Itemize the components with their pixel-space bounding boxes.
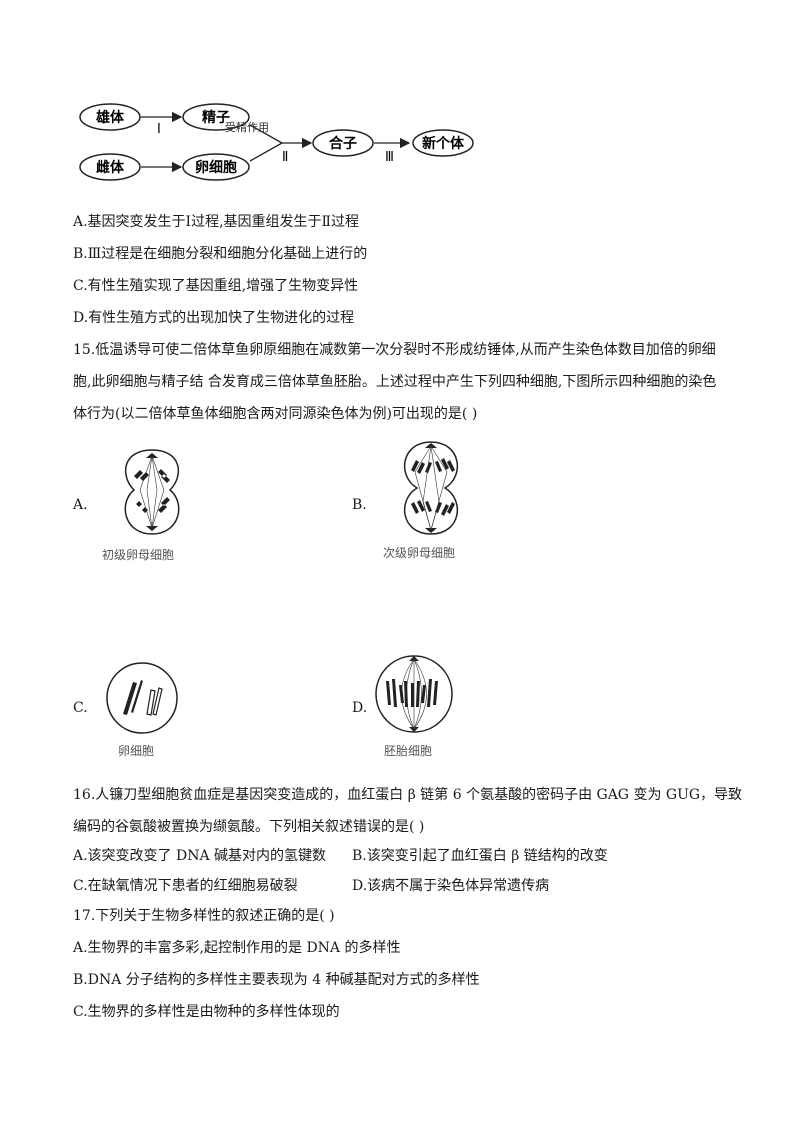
node-egg-text: 卵细胞 xyxy=(195,159,237,176)
q17-option-b: B.DNA 分子结构的多样性主要表现为 4 种碱基配对方式的多样性 xyxy=(73,972,480,988)
node-female-oval: 雄体 xyxy=(79,103,141,131)
q16-option-c: C.在缺氧情况下患者的红细胞易破裂 xyxy=(73,878,298,894)
cell-figure-c xyxy=(106,662,178,734)
node-sperm-text: 精子 xyxy=(202,109,230,126)
label-ii: Ⅱ xyxy=(282,150,288,165)
q15-caption-d: 胚胎细胞 xyxy=(384,744,433,758)
q14-option-c: C.有性生殖实现了基因重组,增强了生物变异性 xyxy=(73,278,359,294)
node-new-text: 新个体 xyxy=(422,135,465,152)
q15-stem-line3: 体行为(以二倍体草鱼体细胞含两对同源染色体为例)可出现的是( ) xyxy=(73,406,478,422)
q16-stem-line2: 编码的谷氨酸被置换为缬氨酸。下列相关叙述错误的是( ) xyxy=(73,819,425,835)
label-iii: Ⅲ xyxy=(385,150,394,165)
node-zygote-text: 合子 xyxy=(329,135,357,152)
q15-label-b: B. xyxy=(352,497,367,513)
label-i: Ⅰ xyxy=(157,122,161,137)
q15-label-a: A. xyxy=(73,497,88,513)
cell-figure-b xyxy=(403,441,459,535)
node-sperm-oval: 精子 xyxy=(182,103,250,131)
node-female-text: 雄体 xyxy=(95,109,125,126)
q14-option-d: D.有性生殖方式的出现加快了生物进化的过程 xyxy=(73,310,355,326)
q14-option-b: B.Ⅲ过程是在细胞分裂和细胞分化基础上进行的 xyxy=(73,246,368,262)
node-female2-text: 雌体 xyxy=(96,159,125,176)
node-female2-oval: 雌体 xyxy=(79,153,141,181)
reproduction-flow-diagram: 雄体 Ⅰ 精子 受精作用 雌体 卵细胞 Ⅱ 合子 Ⅲ 新个体 xyxy=(79,103,474,181)
q15-caption-a: 初级卵母细胞 xyxy=(102,548,175,562)
q15-caption-c: 卵细胞 xyxy=(118,744,155,758)
q17-option-c: C.生物界的多样性是由物种的多样性体现的 xyxy=(73,1004,340,1020)
q17-stem: 17.下列关于生物多样性的叙述正确的是( ) xyxy=(73,908,335,924)
q14-option-a: A.基因突变发生于Ⅰ过程,基因重组发生于Ⅱ过程 xyxy=(73,214,360,230)
node-zygote-oval: 合子 xyxy=(312,129,374,157)
cell-figure-a xyxy=(124,449,180,535)
node-egg-oval: 卵细胞 xyxy=(182,153,250,181)
q16-option-a: A.该突变改变了 DNA 碱基对内的氢键数 xyxy=(73,848,327,864)
merge-line-bottom xyxy=(249,142,283,162)
node-new-oval: 新个体 xyxy=(412,129,474,157)
q15-stem-line1: 15.低温诱导可使二倍体草鱼卵原细胞在减数第一次分裂时不形成纺锤体,从而产生染色… xyxy=(73,342,716,358)
q16-option-d: D.该病不属于染色体异常遗传病 xyxy=(352,878,550,894)
merge-line-top xyxy=(249,124,283,144)
q15-label-c: C. xyxy=(73,700,88,716)
q15-stem-line2: 胞,此卵细胞与精子结 合发育成三倍体草鱼胚胎。上述过程中产生下列四种细胞,下图所… xyxy=(73,374,717,390)
q16-option-b: B.该突变引起了血红蛋白 β 链结构的改变 xyxy=(352,848,608,864)
q15-label-d: D. xyxy=(352,700,368,716)
q16-stem-line1: 16.人镰刀型细胞贫血症是基因突变造成的，血红蛋白 β 链第 6 个氨基酸的密码… xyxy=(73,787,743,803)
q17-option-a: A.生物界的丰富多彩,起控制作用的是 DNA 的多样性 xyxy=(73,940,401,956)
cell-figure-d xyxy=(375,655,453,733)
q15-caption-b: 次级卵母细胞 xyxy=(383,546,456,560)
overlap-text: 受精作用 xyxy=(225,121,269,134)
